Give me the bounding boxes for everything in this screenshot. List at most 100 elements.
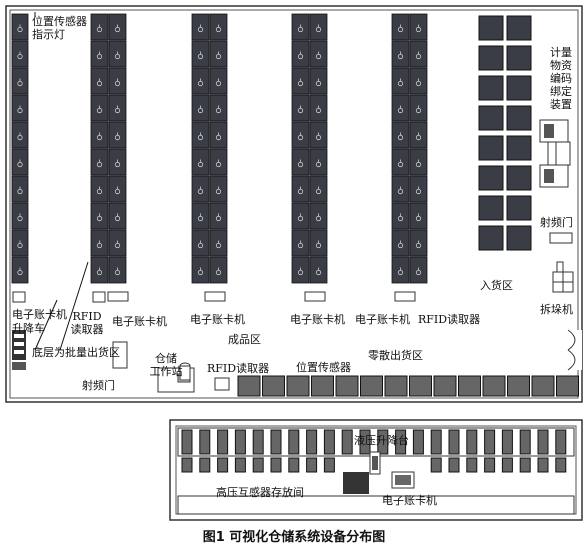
inbound-pallet	[478, 195, 504, 221]
inbound-pallet	[478, 165, 504, 191]
ct-shelf	[501, 457, 513, 473]
ct-shelf	[270, 457, 282, 473]
label-meter-binding-device: 计量物资编码绑定装置	[550, 46, 572, 111]
inbound-pallet	[478, 45, 504, 71]
ct-shelf	[448, 429, 460, 455]
label-ct-storage-room: 高压互感器存放间	[216, 486, 304, 499]
meter-binding-device	[539, 119, 571, 188]
ct-shelf	[306, 457, 318, 473]
warehouse-workstation	[157, 362, 195, 393]
inbound-pallet	[506, 165, 532, 191]
label-lift-truck: 升降车	[12, 322, 45, 335]
ct-shelf	[519, 457, 531, 473]
label-warehouse-workstation: 仓储工作站	[149, 352, 183, 378]
label-bottom-batch-outbound: 底层为批量出货区	[32, 346, 120, 359]
inbound-pallet	[478, 225, 504, 251]
ct-shelf	[199, 457, 211, 473]
side-door	[567, 329, 576, 371]
label-card-machine-5: 电子账卡机	[355, 313, 410, 326]
storage-racks	[11, 13, 428, 284]
label-card-machine-6: 电子账卡机	[382, 494, 437, 507]
outbound-box	[262, 375, 285, 397]
outbound-box	[556, 375, 579, 397]
outbound-box	[384, 375, 408, 397]
ct-shelf	[306, 429, 318, 455]
ct-shelf	[181, 429, 193, 455]
outbound-box	[531, 375, 555, 397]
inbound-area-blocks	[478, 15, 532, 251]
inbound-pallet	[506, 105, 532, 131]
ct-shelf	[359, 429, 371, 455]
outbound-box	[482, 375, 506, 397]
ct-shelf	[288, 429, 300, 455]
inbound-pallet	[506, 135, 532, 161]
ct-shelf	[252, 457, 264, 473]
ct-shelf	[430, 457, 442, 473]
label-unpacker: 拆垛机	[540, 303, 573, 316]
ct-shelf	[537, 429, 549, 455]
card-machine-icons	[12, 291, 416, 303]
ct-shelf	[252, 429, 264, 455]
label-rf-door-left: 射频门	[82, 379, 115, 392]
ct-shelves	[181, 429, 567, 473]
ct-shelf	[466, 429, 478, 455]
ct-shelf	[555, 457, 567, 473]
warehouse-outer-wall	[5, 5, 583, 403]
outbound-box	[458, 375, 481, 397]
label-hydraulic-lift: 液压升降台	[354, 434, 409, 447]
ct-shelf	[323, 457, 335, 473]
ct-shelf	[377, 429, 389, 455]
rf-door-right	[549, 232, 573, 244]
ct-shelf	[288, 457, 300, 473]
figure-caption: 图1 可视化仓储系统设备分布图	[202, 530, 386, 545]
ct-shelf	[466, 457, 478, 473]
rfid-reader-3	[214, 377, 230, 391]
ct-shelf	[501, 429, 513, 455]
outbound-box	[507, 375, 530, 397]
label-inbound-area: 入货区	[480, 279, 513, 292]
inbound-pallet	[478, 75, 504, 101]
ct-shelf	[484, 429, 496, 455]
label-rfid-reader-3: RFID读取器	[207, 362, 270, 375]
label-card-machine-3: 电子账卡机	[190, 313, 245, 326]
ct-shelf	[519, 429, 531, 455]
outbound-box	[286, 375, 310, 397]
lift-truck	[12, 330, 26, 370]
ct-shelf	[395, 429, 407, 455]
ct-shelf	[537, 457, 549, 473]
rf-door-left	[112, 341, 128, 369]
ct-shelf	[199, 429, 211, 455]
label-card-machine-2: 电子账卡机	[112, 315, 167, 328]
inbound-pallet	[506, 225, 532, 251]
ct-shelf	[430, 429, 442, 455]
ct-shelf	[217, 457, 229, 473]
label-position-sensor-indicator: 位置传感器指示灯	[32, 15, 87, 41]
ct-shelf	[555, 429, 567, 455]
annotation-lines	[34, 12, 89, 351]
label-bulk-outbound-area: 零散出货区	[368, 349, 423, 362]
ct-shelf	[484, 457, 496, 473]
inbound-pallet	[506, 15, 532, 41]
label-position-sensor: 位置传感器	[296, 361, 351, 374]
ct-shelf	[234, 457, 246, 473]
ct-shelf	[181, 457, 193, 473]
inbound-pallet	[478, 105, 504, 131]
inbound-pallet	[478, 135, 504, 161]
ct-shelf	[234, 429, 246, 455]
ct-shelf	[217, 429, 229, 455]
inbound-pallet	[506, 195, 532, 221]
ct-shelf	[323, 429, 335, 455]
ct-shelf	[341, 429, 353, 455]
label-finished-goods-area: 成品区	[228, 333, 261, 346]
ct-shelf	[412, 429, 424, 455]
outbound-box	[335, 375, 359, 397]
outbound-box	[433, 375, 457, 397]
unpacker	[552, 261, 574, 293]
label-rf-door-right: 射频门	[540, 216, 573, 229]
warehouse-inner-wall	[9, 9, 579, 399]
label-card-machine-4: 电子账卡机	[290, 313, 345, 326]
ct-shelf	[270, 429, 282, 455]
ct-shelf	[448, 457, 460, 473]
